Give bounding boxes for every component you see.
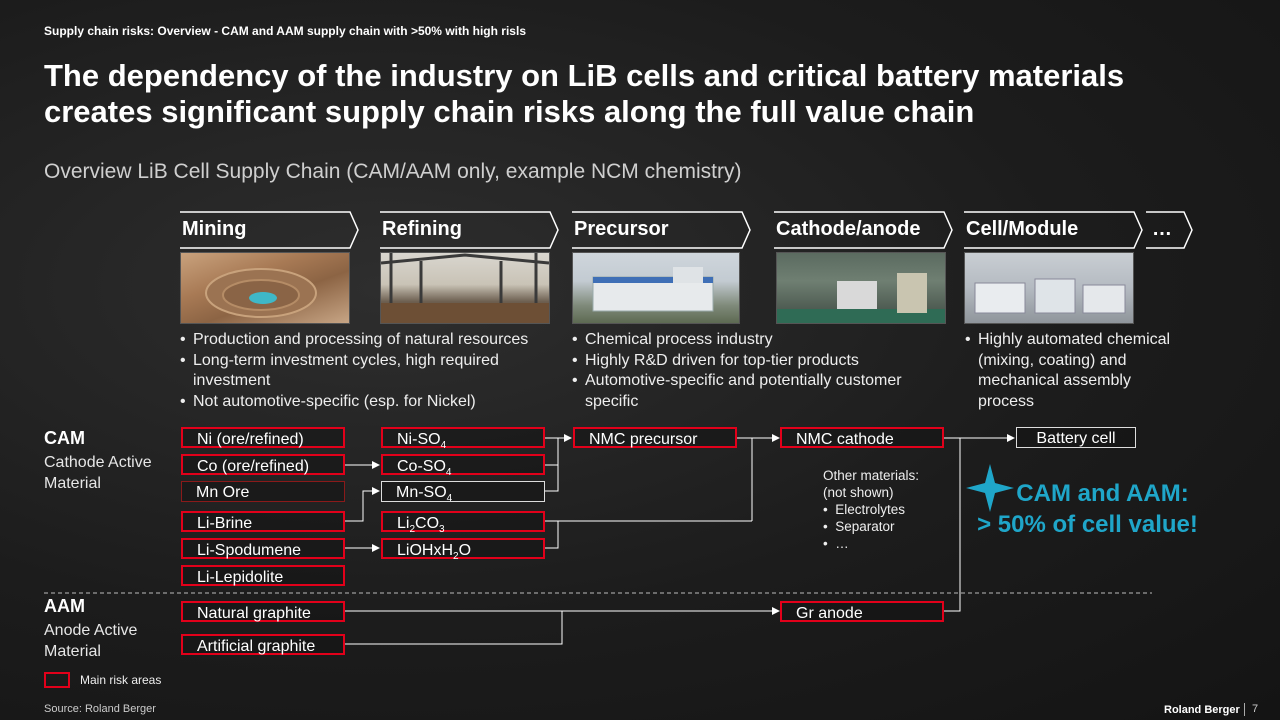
- box-co-so4: Co-SO4: [381, 454, 545, 478]
- chevron-mining: [180, 211, 359, 249]
- bullet: Production and processing of natural res…: [180, 330, 560, 351]
- chevron-precursor: [572, 211, 751, 249]
- source-note: Source: Roland Berger: [44, 703, 156, 715]
- stage-mining: Mining: [182, 218, 247, 240]
- brand-logo: Roland Berger: [1164, 704, 1240, 716]
- section-label: Supply chain risks: Overview - CAM and A…: [44, 24, 526, 38]
- box-nmc-cathode: NMC cathode: [780, 427, 944, 448]
- box-gr-anode: Gr anode: [780, 601, 944, 622]
- cam-title: CAM: [44, 428, 85, 448]
- factory-building-illustration: [592, 267, 714, 312]
- box-ni-ore: Ni (ore/refined): [181, 427, 345, 448]
- chevron-cell: [964, 211, 1143, 249]
- cathode-photo: [776, 252, 946, 324]
- stage-cell-module: Cell/Module: [966, 218, 1079, 240]
- box-artificial-graphite: Artificial graphite: [181, 634, 345, 655]
- factory-floor-illustration: [777, 273, 945, 323]
- page-number: 7: [1252, 703, 1259, 715]
- stage-refining: Refining: [382, 218, 462, 240]
- precursor-photo: [572, 252, 740, 324]
- cam-subtitle: Cathode Active Material: [44, 454, 152, 492]
- bullet: Highly automated chemical (mixing, coati…: [965, 330, 1190, 412]
- value-callout: CAM and AAM: > 50% of cell value!: [977, 480, 1198, 538]
- aam-title: AAM: [44, 596, 85, 616]
- legend-label: Main risk areas: [80, 673, 162, 687]
- chevron-more: [1146, 211, 1193, 249]
- box-li-brine: Li-Brine: [181, 511, 345, 532]
- box-li2co3: Li2CO3: [381, 511, 545, 535]
- stage-precursor: Precursor: [574, 218, 669, 240]
- bullet: Long-term investment cycles, high requir…: [180, 351, 560, 392]
- box-nmc-precursor: NMC precursor: [573, 427, 737, 448]
- stage-cathode-anode: Cathode/anode: [776, 218, 921, 240]
- chevron-refining: [380, 211, 559, 249]
- star-icon: [966, 464, 1014, 512]
- bullet: Highly R&D driven for top-tier products: [572, 351, 942, 372]
- bullet: Chemical process industry: [572, 330, 942, 351]
- mining-refining-bullets: Production and processing of natural res…: [180, 330, 560, 412]
- box-mn-ore: Mn Ore: [181, 481, 345, 502]
- bullet: Automotive-specific and potentially cust…: [572, 371, 942, 412]
- box-co-ore: Co (ore/refined): [181, 454, 345, 475]
- chevron-cathode: [774, 211, 953, 249]
- aam-subtitle: Anode Active Material: [44, 622, 138, 660]
- box-battery-cell: Battery cell: [1016, 427, 1136, 448]
- other-materials-note: Other materials: (not shown) • Electroly…: [823, 468, 920, 551]
- box-ni-so4: Ni-SO4: [381, 427, 545, 451]
- precursor-cathode-bullets: Chemical process industry Highly R&D dri…: [572, 330, 942, 412]
- box-mn-so4: Mn-SO4: [381, 481, 545, 504]
- footer-divider: [1244, 703, 1245, 716]
- box-natural-graphite: Natural graphite: [181, 601, 345, 622]
- assembly-line-illustration: [974, 278, 1126, 314]
- box-li-spodumene: Li-Spodumene: [181, 538, 345, 559]
- mining-photo: [180, 252, 350, 324]
- refining-photo: [380, 252, 550, 324]
- page-title: The dependency of the industry on LiB ce…: [44, 58, 1125, 129]
- stage-more: …: [1152, 218, 1172, 240]
- refinery-hall-illustration: [381, 253, 549, 323]
- box-lioh: LiOHxH2O: [381, 538, 545, 562]
- box-li-lepidolite: Li-Lepidolite: [181, 565, 345, 586]
- bullet: Not automotive-specific (esp. for Nickel…: [180, 392, 560, 413]
- cell-bullets: Highly automated chemical (mixing, coati…: [965, 330, 1190, 412]
- legend-swatch: [44, 672, 70, 688]
- cell-photo: [964, 252, 1134, 324]
- page-subtitle: Overview LiB Cell Supply Chain (CAM/AAM …: [44, 160, 742, 183]
- open-pit-mine-illustration: [205, 268, 317, 318]
